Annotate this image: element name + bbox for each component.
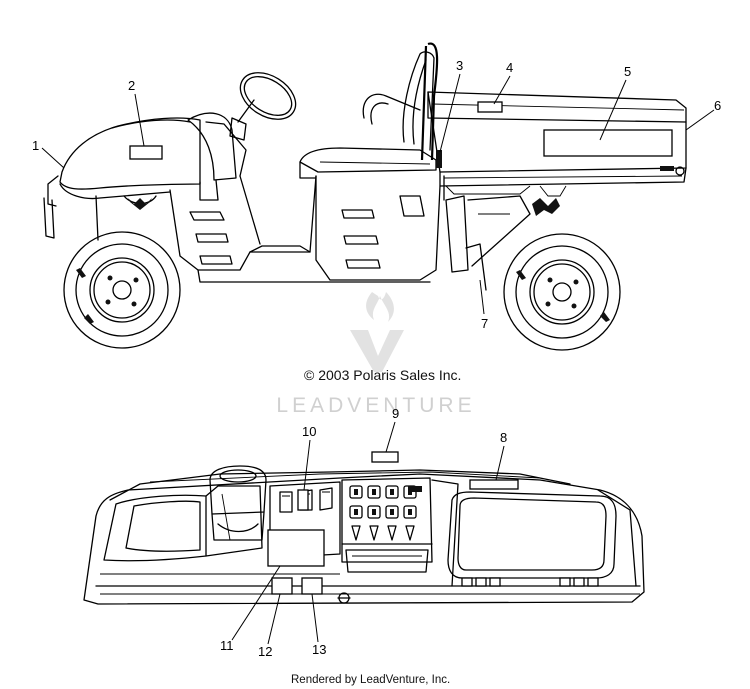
callout-12: 12 (258, 644, 272, 659)
decal-2-hood (129, 145, 163, 160)
seat-and-rollbar (299, 42, 439, 179)
copyright-text: © 2003 Polaris Sales Inc. (304, 367, 461, 383)
callout-3: 3 (456, 58, 463, 73)
callout-10: 10 (302, 424, 316, 439)
callouts-vehicle: 1 2 3 4 5 6 7 (32, 58, 721, 331)
callout-6: 6 (714, 98, 721, 113)
decal-8-dash (469, 479, 519, 490)
decal-4-cargo (477, 101, 503, 113)
side-panel (169, 175, 560, 291)
decal-12 (271, 577, 293, 595)
callout-11: 11 (220, 638, 234, 653)
front-hood (43, 112, 237, 241)
decal-13 (301, 577, 323, 595)
decal-3-rollbar (436, 150, 442, 168)
callout-8: 8 (500, 430, 507, 445)
callout-5: 5 (624, 64, 631, 79)
steering-wheel (205, 72, 297, 177)
front-wheel (63, 231, 181, 349)
callout-1: 1 (32, 138, 39, 153)
decal-9 (371, 451, 399, 463)
decal-10-vent (297, 489, 309, 511)
callout-13: 13 (312, 642, 326, 657)
right-button-row (461, 577, 599, 587)
footer-text: Rendered by LeadVenture, Inc. (291, 674, 450, 686)
rear-wheel (503, 233, 621, 351)
callout-4: 4 (506, 60, 513, 75)
decal-5-cargo-side (543, 129, 673, 157)
callout-2: 2 (128, 78, 135, 93)
switch-bank (349, 485, 422, 541)
decal-11-panel (267, 529, 325, 567)
callout-7: 7 (481, 316, 488, 331)
watermark-text: LEADVENTURE (276, 394, 475, 417)
dashboard-view (83, 451, 645, 605)
leadventure-watermark-logo (350, 292, 404, 372)
vehicle-side-view (43, 42, 687, 351)
callout-9: 9 (392, 406, 399, 421)
callouts-dashboard: 8 9 10 11 12 13 (220, 406, 507, 659)
